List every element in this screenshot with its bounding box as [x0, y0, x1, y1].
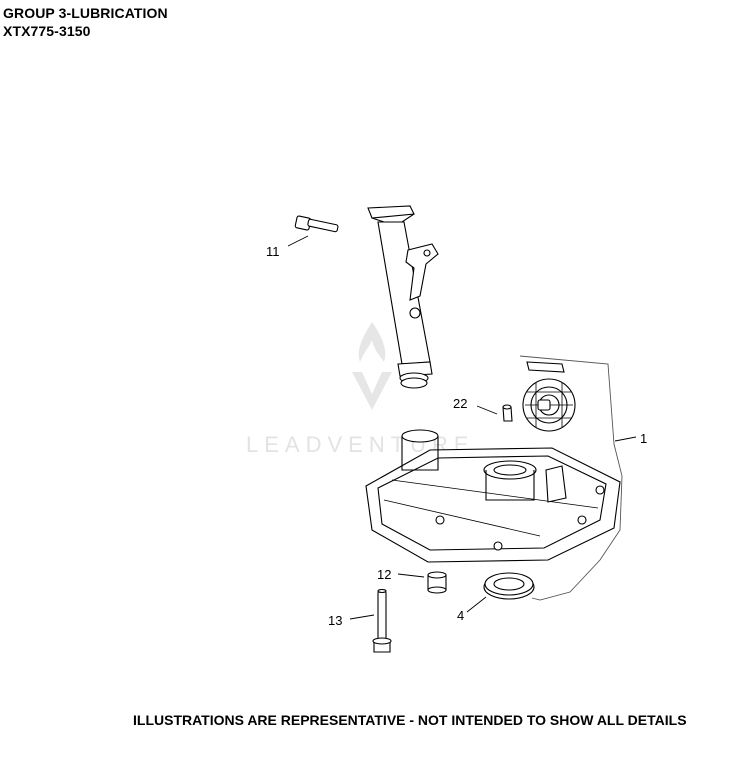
leader-11 [287, 235, 309, 247]
leader-lines [287, 235, 637, 620]
leader-12 [397, 573, 425, 578]
callout-4: 4 [457, 608, 464, 623]
part-cap-12 [427, 571, 447, 594]
callout-1: 1 [640, 431, 647, 446]
callouts: 11 22 1 12 4 13 [266, 244, 647, 628]
callout-22: 22 [453, 396, 467, 411]
disclaimer-note: ILLUSTRATIONS ARE REPRESENTATIVE - NOT I… [133, 712, 687, 728]
callout-13: 13 [328, 613, 342, 628]
watermark-logo-icon [352, 322, 392, 410]
part-seal-4 [483, 572, 535, 600]
part-oil-pump [522, 361, 576, 432]
part-bolt-13 [372, 588, 392, 653]
leader-4 [466, 596, 487, 613]
callout-12: 12 [377, 567, 391, 582]
callout-11: 11 [266, 244, 280, 259]
leader-1 [614, 436, 637, 442]
page-title: GROUP 3-LUBRICATION [3, 5, 168, 21]
part-oil-pan [365, 429, 621, 563]
part-bolt-11 [294, 215, 339, 233]
leader-22 [476, 405, 498, 415]
part-pin-22 [502, 404, 513, 422]
title-block: GROUP 3-LUBRICATION XTX775-3150 [3, 4, 168, 40]
model-number: XTX775-3150 [3, 23, 91, 39]
watermark: LEADVENTURE [246, 322, 469, 457]
leader-13 [349, 614, 375, 620]
assembly-bracket [519, 355, 623, 601]
part-dipstick-tube [367, 205, 439, 389]
